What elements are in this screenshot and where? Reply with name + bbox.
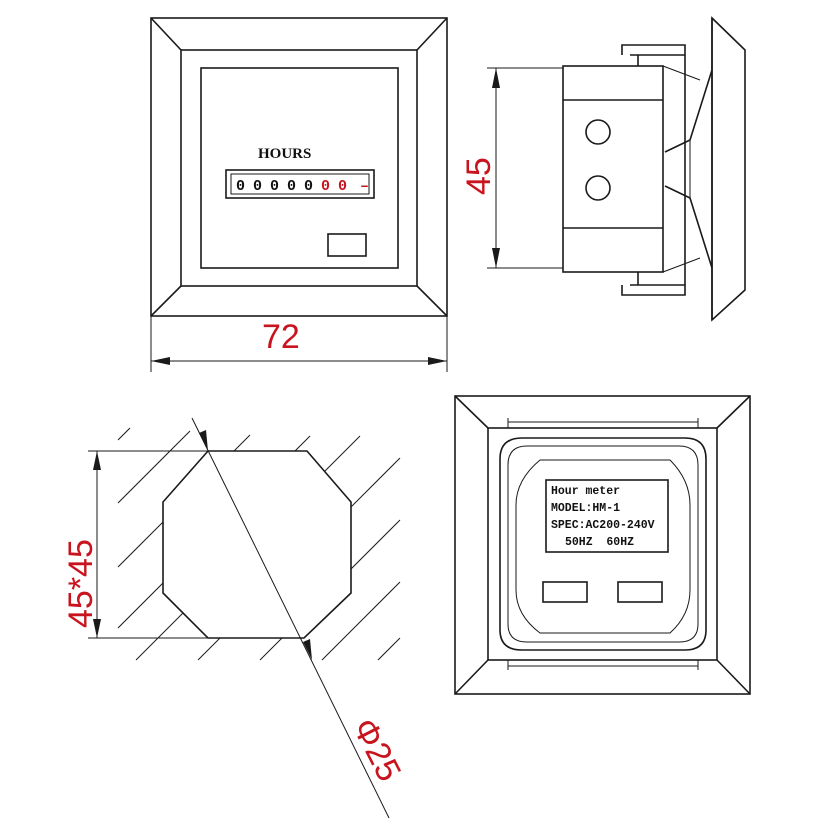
- spec-label: [545, 479, 669, 553]
- counter-digit: 0: [270, 178, 279, 195]
- counter-digit: 0: [253, 178, 262, 195]
- bezel-corner: [150, 17, 182, 51]
- arrow-head: [428, 357, 447, 365]
- terminal-2: [617, 581, 663, 603]
- arrow-head: [93, 451, 101, 470]
- front-bezel-inner: [180, 49, 418, 287]
- arrow-head: [492, 68, 500, 88]
- bezel-corner: [716, 659, 751, 695]
- bezel-corner: [416, 285, 448, 317]
- rear-housing: [499, 437, 707, 651]
- arrow-head: [303, 639, 312, 660]
- side-bezel-line: [664, 185, 713, 269]
- hatch-line: [377, 637, 401, 661]
- bezel-corner: [416, 17, 448, 51]
- arrow-head: [151, 357, 170, 365]
- reset-button: [327, 233, 367, 257]
- side-body: [562, 65, 664, 273]
- counter-frame: [225, 169, 375, 199]
- label-line-4: 50HZ 60HZ: [565, 536, 634, 549]
- counter-window: [230, 173, 370, 195]
- side-view: 45: [460, 16, 746, 322]
- counter-digit: 0: [236, 178, 245, 195]
- height-dimension: 45: [460, 157, 498, 195]
- rear-view: Hour meter MODEL:HM-1 SPEC:AC200-240V 50…: [454, 395, 751, 695]
- bezel-corner: [454, 659, 489, 695]
- arrow-head: [492, 248, 500, 268]
- width-dimension: 72: [262, 318, 300, 356]
- terminal-screw-2: [585, 175, 611, 201]
- diameter-dimension: Φ25: [345, 712, 408, 787]
- front-window: [200, 67, 399, 269]
- clip-line: [662, 65, 701, 81]
- label-line-2: MODEL:HM-1: [551, 502, 620, 515]
- counter-digit: 0: [304, 178, 313, 195]
- label-line-1: Hour meter: [551, 485, 620, 498]
- side-bezel-line: [664, 69, 713, 153]
- cutout-view: 45*45 Φ25: [62, 417, 408, 819]
- hatch-line: [321, 581, 401, 661]
- cutout-dimension: 45*45: [62, 539, 100, 628]
- bezel-corner: [150, 285, 182, 317]
- terminal-1: [542, 581, 588, 603]
- front-bezel-outer: [150, 17, 448, 317]
- counter-digit: 0: [287, 178, 296, 195]
- bezel-corner: [454, 395, 489, 429]
- mount-clip: [621, 44, 686, 296]
- rear-bezel-inner: [487, 427, 718, 661]
- counter-digit: 0: [338, 178, 347, 195]
- arrow-head: [93, 619, 101, 638]
- terminal-screw-1: [585, 119, 611, 145]
- rear-housing-inner: [507, 445, 699, 643]
- cutout-outline: [162, 450, 352, 639]
- clip-line: [662, 257, 701, 273]
- side-bezel: [711, 16, 746, 322]
- arrow-head: [199, 430, 208, 451]
- leader-line: [191, 417, 390, 819]
- counter-suffix: –: [360, 178, 369, 195]
- label-line-3: SPEC:AC200-240V: [551, 519, 655, 532]
- hatch-line: [117, 430, 191, 504]
- hatch-line: [117, 427, 131, 441]
- bezel-corner: [716, 395, 751, 429]
- hours-label: HOURS: [258, 146, 311, 162]
- rear-bezel-outer: [454, 395, 751, 695]
- counter-digit: 0: [321, 178, 330, 195]
- rear-boss: [515, 459, 691, 634]
